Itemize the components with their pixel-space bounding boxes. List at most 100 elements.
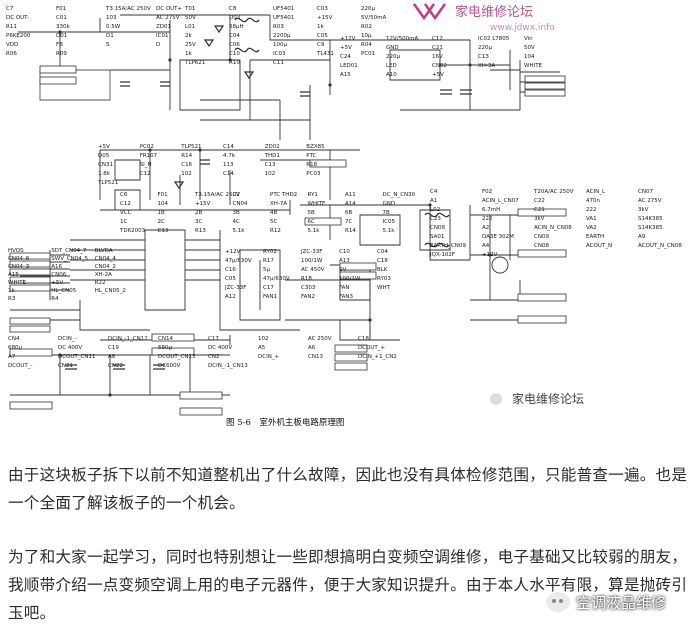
schematic-label: WHITE (308, 201, 327, 207)
schematic-label: TLP521 (180, 144, 201, 150)
schematic-label: 68µH (229, 24, 244, 30)
schematic-label: A2 (482, 225, 489, 231)
schematic-label: A9 (638, 234, 646, 240)
schematic-label: CN22 (108, 363, 123, 369)
schematic-label: LED (386, 63, 397, 69)
schematic-label: SI_N (140, 162, 152, 168)
footer-watermark-text: 空调液晶维修 (576, 593, 667, 612)
schematic-label: FAN (339, 285, 350, 291)
schematic-label: 330k (56, 24, 70, 30)
schematic-label: DCIN_+1_CN2 (358, 354, 397, 360)
schematic-label: RY02 (263, 249, 277, 255)
schematic-label: 222 (586, 207, 597, 213)
schematic-label: F02 (482, 189, 492, 195)
schematic-label: AC 250V (308, 336, 332, 342)
schematic-label: 5V/50mA (361, 15, 386, 21)
schematic-label: 6C (308, 219, 315, 225)
schematic-label: 220µ (386, 54, 400, 60)
schematic-label: D01 (56, 33, 67, 39)
schematic-label: 100/1W (301, 258, 323, 264)
schematic-label: C13 (265, 162, 276, 168)
schematic-label: XH-2A (95, 272, 112, 278)
schematic-label: C19 (108, 345, 119, 351)
schematic-label: VDD (6, 42, 18, 48)
schematic-label: ACIN_L_CN07 (482, 198, 519, 204)
schematic-label: C4 (430, 189, 438, 195)
schematic-label: 0.5W (106, 24, 121, 30)
schematic-label: BLVDA (95, 248, 113, 254)
schematic-label: 470n (586, 198, 600, 204)
schematic-label: DC OUT- (6, 15, 29, 21)
schematic-label: T20A/AC 250V (533, 189, 574, 195)
schematic-label: 104 (524, 54, 535, 60)
schematic-label: A1 (430, 198, 437, 204)
schematic-label: R06 (6, 51, 17, 57)
schematic-label: C05 (317, 33, 328, 39)
schematic-label: AC 275V (638, 198, 662, 204)
schematic-label: PC02 (140, 144, 154, 150)
schematic-label: C18 (377, 258, 388, 264)
schematic-label: 6B (345, 210, 352, 216)
schematic-label: R09 (56, 51, 67, 57)
schematic-label: DA3E 302M (482, 234, 514, 240)
schematic-label: R12 (270, 228, 281, 234)
schematic-label: 1.8k (98, 171, 111, 177)
schematic-wires (10, 14, 560, 396)
schematic-label: FAN1 (263, 294, 277, 300)
schematic-label: C16 (225, 267, 236, 273)
schematic-label: 50V (185, 15, 196, 21)
schematic-label: C21 (534, 207, 545, 213)
schematic-label: 3kV (534, 216, 545, 222)
schematic-label: C12 (432, 36, 443, 42)
schematic-label: AC 450V (301, 267, 325, 273)
schematic-label: C04 (229, 33, 240, 39)
schematic-label: 2C (158, 219, 165, 225)
schematic-label: R17 (263, 258, 274, 264)
schematic-label: +12V (482, 252, 498, 258)
schematic-label: C7 (6, 6, 14, 12)
schematic-label: 1k (185, 51, 192, 57)
schematic-label: TLP521 (97, 180, 118, 186)
schematic-label: ACOUT_N_CN08 (638, 243, 682, 249)
schematic-label: ACIN_N_CN08 (534, 225, 572, 231)
schematic-label: DCIN_- (58, 336, 77, 342)
schematic-label: 6.7mH (482, 207, 500, 213)
schematic-label: P6KE200 (6, 33, 31, 39)
body-paragraph-2: 为了和大家一起学习，同时也特别想让一些即想搞明白变频空调维修，电子基础又比较弱的… (8, 548, 688, 622)
schematic-label: IC05 (383, 219, 396, 225)
schematic-label: 5.1k (383, 228, 396, 234)
schematic-label: ACOUT_N (586, 243, 612, 249)
wechat-watermark-text: 家电维修论坛 (512, 391, 584, 406)
schematic-label: C2 (233, 192, 240, 198)
schematic-label: ZD01 (156, 24, 171, 30)
schematic-label: A11 (345, 192, 356, 198)
schematic-label: HL_CN05_2 (95, 288, 126, 294)
footer-watermark: 空调液晶维修 (546, 589, 666, 615)
schematic-label: RY03 (377, 276, 391, 282)
schematic-label: 7C (345, 219, 352, 225)
schematic-label: 103 (106, 15, 117, 21)
schematic-label: DC 400V (58, 345, 82, 351)
schematic-label: PTC THD2 (270, 192, 297, 198)
schematic-label: TLP621 (184, 60, 205, 66)
connector-boxes (9, 65, 567, 416)
schematic-label: SA01 (430, 234, 444, 240)
schematic-label: 12V/500mA (386, 36, 418, 42)
schematic-label: R18 (301, 276, 312, 282)
schematic-label: CN07 (638, 189, 653, 195)
schematic-label: AC 275V (156, 15, 180, 21)
schematic-label: 5.1k (308, 228, 321, 234)
schematic-label: EARTH_CN09 (430, 243, 466, 249)
schematic-label: WHT (377, 285, 391, 291)
schematic-label: 2B (195, 210, 202, 216)
schematic-label: D03 (229, 15, 241, 21)
schematic-label: R14 (345, 228, 356, 234)
schematic-label: 220µ (361, 6, 375, 12)
schematic-label: WHITE (8, 280, 27, 286)
schematic-label: S14K385 (638, 216, 663, 222)
